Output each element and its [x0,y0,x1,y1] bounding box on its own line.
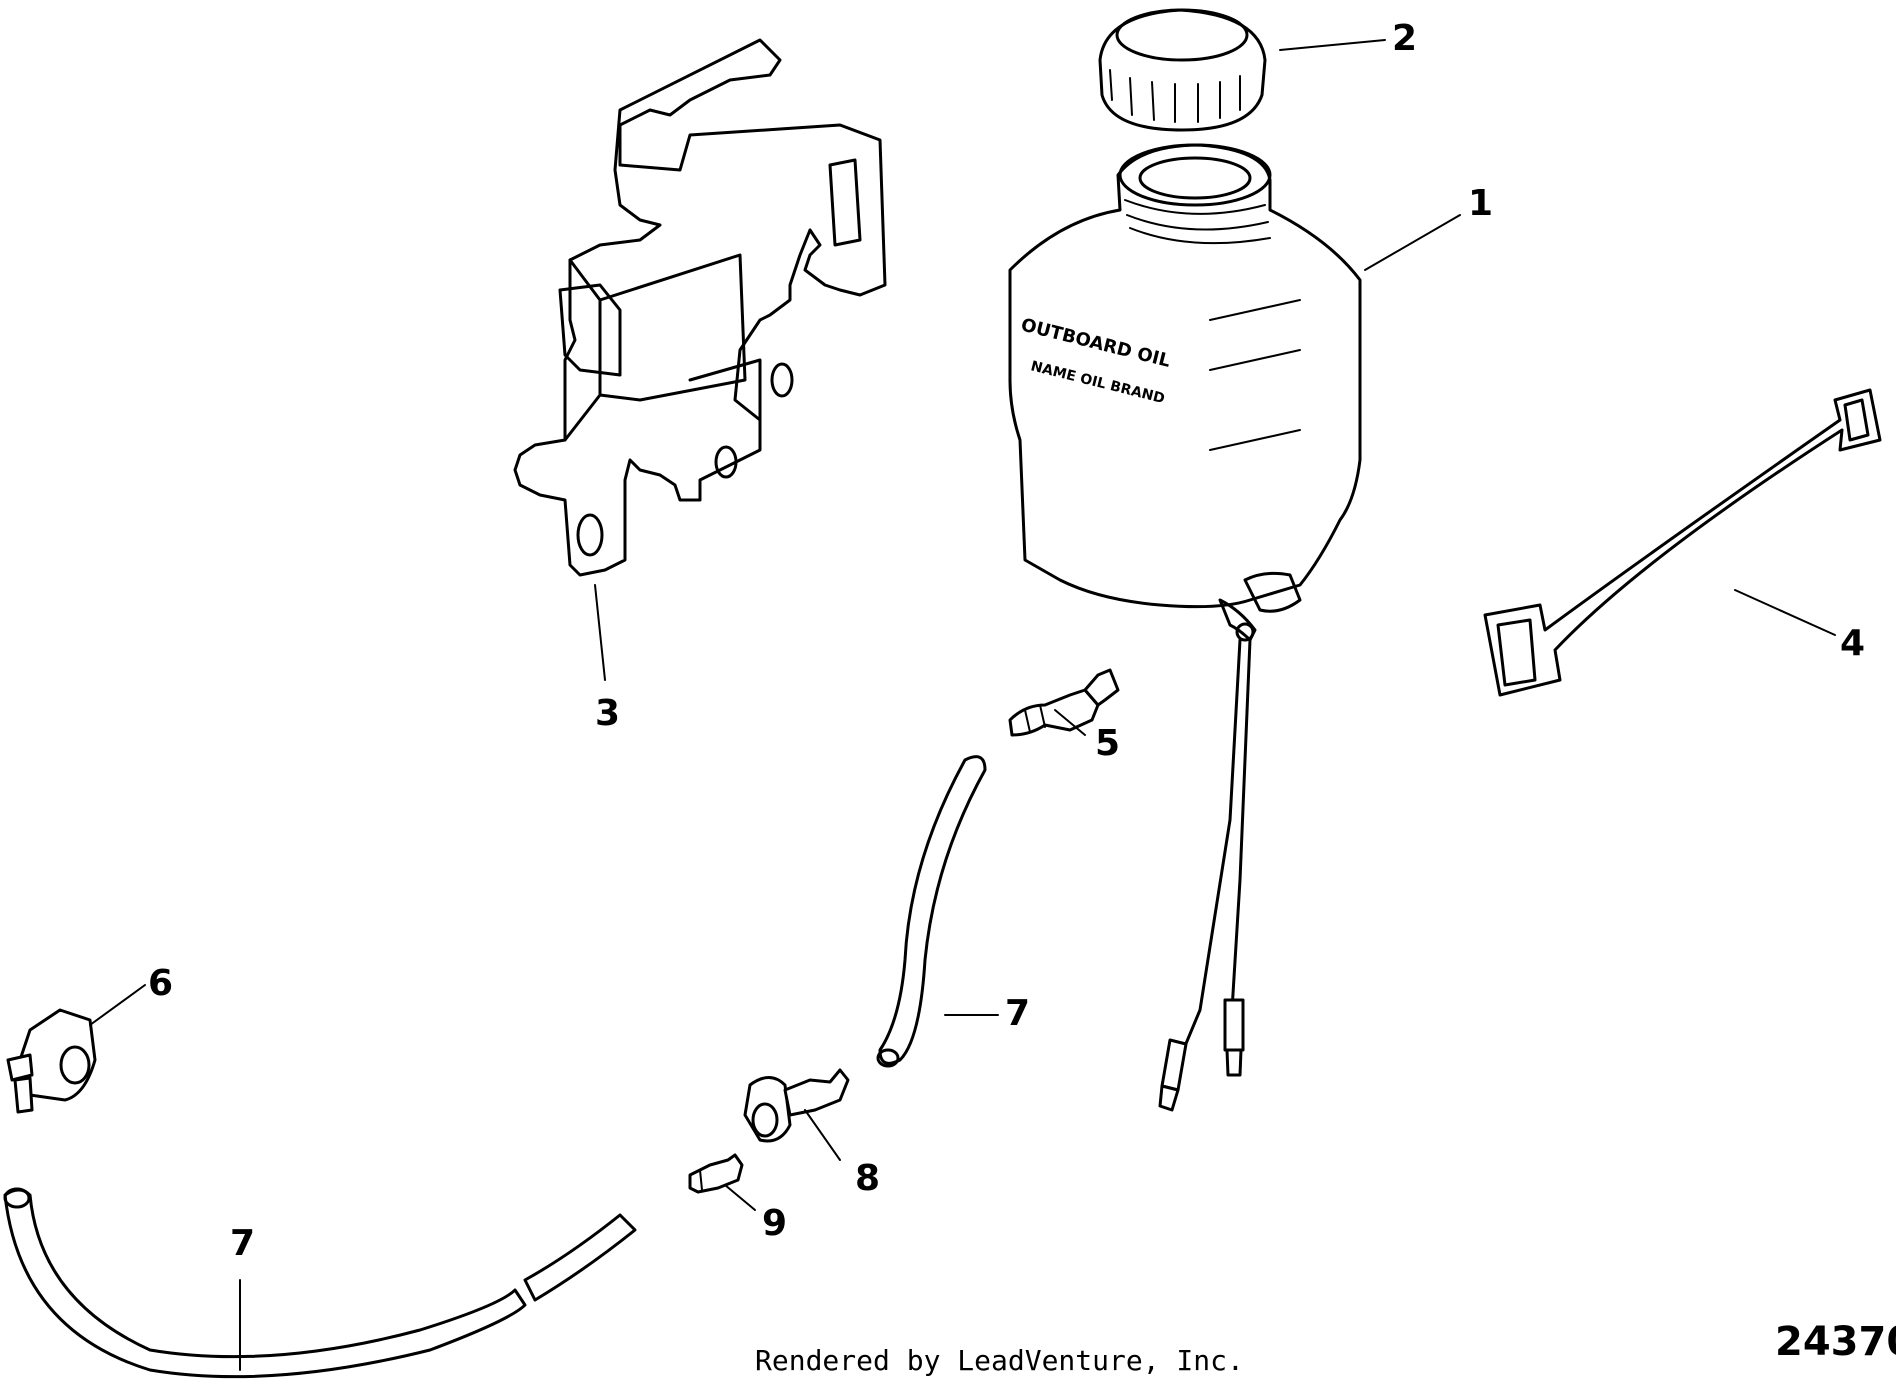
callout-1: 1 [1468,183,1493,224]
callout-numbers: 1 2 3 4 5 6 7 7 8 9 [148,18,1865,1264]
callout-4: 4 [1840,623,1865,664]
oil-reservoir-tank: OUTBOARD OIL NAME OIL BRAND [1008,143,1362,642]
mounting-bracket [513,38,887,577]
sensor-wires [1158,638,1252,1112]
callout-7-lower: 7 [230,1223,255,1264]
diagram-number: 24370 [1775,1319,1896,1365]
callout-6: 6 [148,963,173,1004]
callout-9: 9 [762,1203,787,1244]
hose-7-lower [3,1187,637,1379]
callout-8: 8 [855,1158,880,1199]
callout-3: 3 [595,693,620,734]
reservoir-cap [1098,8,1267,132]
barb-fitting-9 [688,1153,744,1194]
hose-7-upper [876,755,987,1068]
quick-connect-8 [743,1068,850,1143]
elbow-fitting-6 [6,1008,97,1114]
tank-strap [1483,388,1882,697]
callout-2: 2 [1392,18,1417,59]
hose-fitting-5 [1008,668,1120,737]
callout-5: 5 [1095,723,1120,764]
leader-lines [89,39,1836,1371]
callout-7-upper: 7 [1005,993,1030,1034]
render-credit: Rendered by LeadVenture, Inc. [755,1344,1244,1377]
